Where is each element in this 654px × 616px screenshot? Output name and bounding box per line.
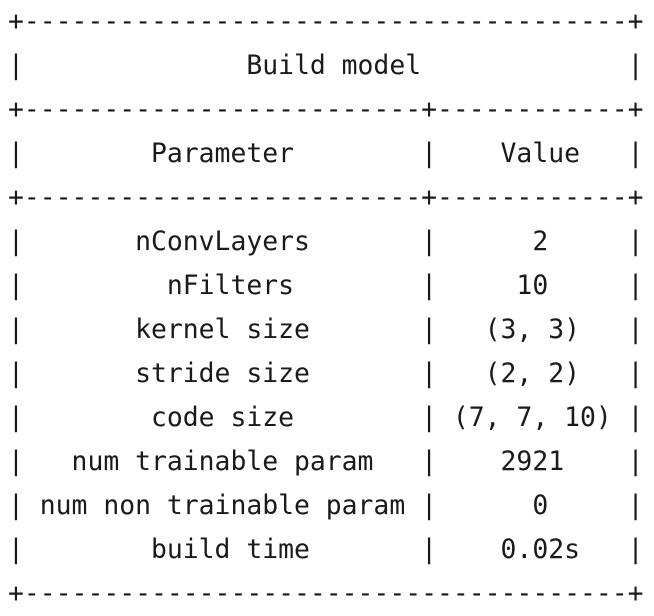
table-row: | nConvLayers | 2 | <box>8 226 644 257</box>
table-bottom-border: +--------------------------------------+ <box>8 578 644 609</box>
table-row: | kernel size | (3, 3) | <box>8 314 644 345</box>
table-row: | num trainable param | 2921 | <box>8 446 644 477</box>
ascii-table: +--------------------------------------+… <box>8 0 644 616</box>
table-row: | code size | (7, 7, 10) | <box>8 402 644 433</box>
table-row: | nFilters | 10 | <box>8 270 644 301</box>
table-title: | Build model | <box>8 50 644 81</box>
table-row: | stride size | (2, 2) | <box>8 358 644 389</box>
table-row: | build time | 0.02s | <box>8 534 644 565</box>
table-header-border: +-------------------------+------------+ <box>8 182 644 213</box>
table-title-border: +-------------------------+------------+ <box>8 94 644 125</box>
table-top-border: +--------------------------------------+ <box>8 6 644 37</box>
table-row: | num non trainable param | 0 | <box>8 490 644 521</box>
table-header-row: | Parameter | Value | <box>8 138 644 169</box>
